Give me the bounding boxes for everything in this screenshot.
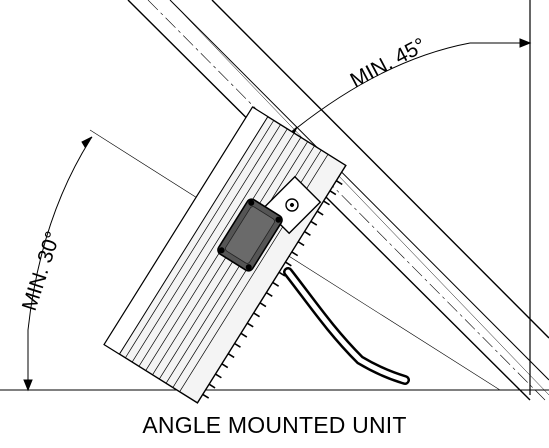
caption: ANGLE MOUNTED UNIT (142, 412, 407, 438)
mounting-pole (127, 0, 549, 401)
angle-arc-30 (23, 129, 501, 392)
fin-teeth (202, 180, 343, 399)
min-30-label: MIN. 30° (18, 229, 65, 314)
min-45-label: MIN. 45° (347, 34, 430, 93)
mounting-diagram: MIN. 45° MIN. 30° (0, 0, 549, 404)
junction-box (217, 198, 283, 272)
power-cable (283, 267, 410, 385)
reference-lines (0, 0, 549, 395)
